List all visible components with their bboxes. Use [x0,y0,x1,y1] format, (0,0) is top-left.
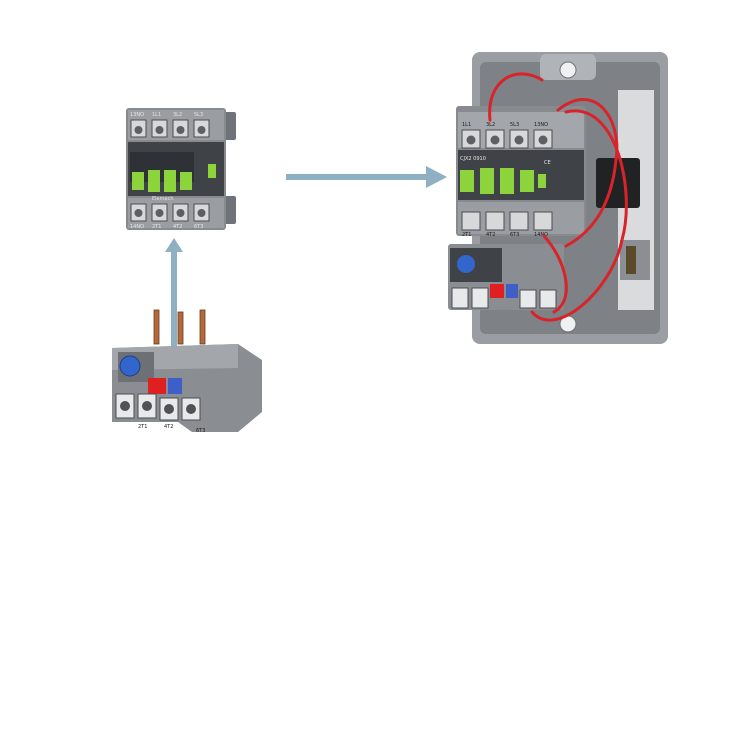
assembly-top-label-1: 3L2 [486,122,495,128]
contactor-image: 13NO 1L1 3L2 5L3 Elemech 14NO 2T1 4T2 6T… [122,104,240,234]
arrow-right [286,165,448,189]
relay-label-2: 6T3 [196,428,205,434]
assembly-badge: CE [544,160,551,166]
assembly-model-label: CJX2 0910 [460,156,486,162]
contactor-top-label-0: 13NO [130,112,144,118]
contactor-bottom-label-3: 6T3 [194,224,203,230]
assembly-bottom-label-1: 4T2 [486,232,495,238]
assembly-bottom-label-2: 6T3 [510,232,519,238]
contactor-brand-mark: Elemech [152,196,174,202]
thermal-relay-image: 2T1 4T2 6T3 [108,308,266,438]
assembled-starter-image: 1L1 3L2 5L3 13NO CJX2 0910 CE 2T1 4T2 6T… [446,50,672,346]
assembly-bottom-label-0: 2T1 [462,232,471,238]
assembly-top-label-0: 1L1 [462,122,471,128]
contactor-top-label-3: 5L3 [194,112,203,118]
contactor-bottom-label-1: 2T1 [152,224,161,230]
relay-label-1: 4T2 [164,424,173,430]
assembly-top-label-3: 13NO [534,122,548,128]
assembly-top-label-2: 5L3 [510,122,519,128]
contactor-top-label-2: 3L2 [173,112,182,118]
arrow-up [164,238,184,348]
relay-label-0: 2T1 [138,424,147,430]
contactor-bottom-label-0: 14NO [130,224,144,230]
contactor-top-label-1: 1L1 [152,112,161,118]
assembly-bottom-label-3: 14NO [534,232,548,238]
contactor-bottom-label-2: 4T2 [173,224,182,230]
